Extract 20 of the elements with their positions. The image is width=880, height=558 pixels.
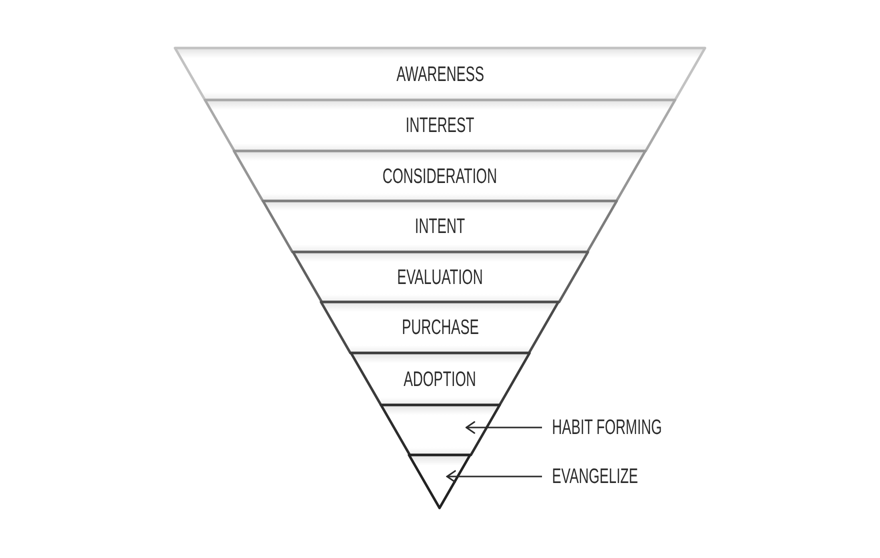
stage-label: CONSIDERATION [382, 166, 498, 186]
leader-arrow [446, 470, 542, 483]
stage-label: EVALUATION [397, 266, 483, 288]
funnel-band [263, 201, 617, 252]
callout-label: EVANGELIZE [552, 466, 638, 487]
stage-label: ADOPTION [404, 368, 476, 390]
stage-label: AWARENESS [396, 64, 484, 84]
funnel-band [175, 48, 705, 100]
stage-label: INTENT [414, 216, 466, 237]
funnel-band [321, 302, 559, 353]
funnel-band [350, 353, 530, 405]
funnel-band [234, 151, 646, 201]
stage-label: PURCHASE [401, 317, 478, 338]
callout-label: HABIT FORMING [552, 417, 662, 438]
funnel-band [204, 100, 676, 151]
funnel-band [409, 455, 471, 508]
stage-label: INTEREST [406, 115, 474, 136]
funnel-band [380, 405, 500, 455]
funnel-band [292, 252, 588, 302]
leader-arrow [466, 421, 542, 434]
